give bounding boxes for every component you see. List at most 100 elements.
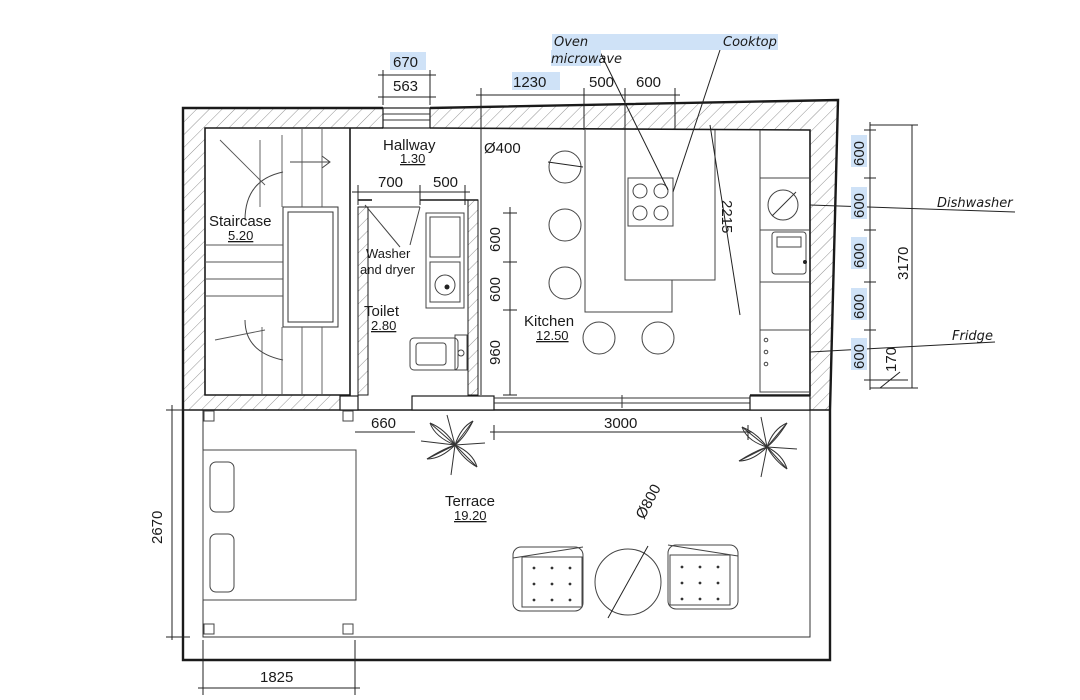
column-3 (749, 395, 811, 411)
sink-basin (415, 342, 447, 366)
stool-1 (548, 150, 582, 184)
washer-top (429, 216, 461, 258)
dim-h700: 700 (378, 174, 403, 191)
toilet-tank (454, 334, 468, 371)
toilet-wall-left (357, 206, 369, 396)
upper-wall-outer-right (429, 98, 840, 411)
room-terrace-name: Terrace (445, 493, 495, 510)
cooktop (627, 177, 674, 227)
dryer-box (429, 261, 461, 303)
fridge-dot-3 (763, 361, 769, 367)
room-terrace-area: 19.20 (454, 508, 487, 523)
room-kitchen-area: 12.50 (536, 328, 569, 343)
room-toilet-name: Toilet (364, 303, 400, 320)
washer-label: Washer (366, 246, 411, 261)
stair-arrow-head (321, 155, 331, 169)
plant-right (738, 416, 798, 478)
terrace-boundary (181, 410, 832, 662)
fridge-dot-2 (763, 349, 769, 355)
staircase (205, 128, 339, 395)
lounge-bed (202, 449, 357, 601)
dim-k1: 1230 (513, 74, 546, 91)
dim-r2: 600 (851, 193, 868, 218)
column-2 (411, 395, 495, 411)
terrace-furniture (202, 410, 798, 635)
dim-r3: 600 (851, 243, 868, 268)
dim-table: Ø800 (633, 481, 665, 521)
post-4 (342, 623, 354, 635)
stool-4 (582, 321, 616, 355)
dim-window-inner: 563 (393, 78, 418, 95)
armchair-left-dots (532, 566, 572, 602)
terrace-inner-edge (202, 409, 811, 638)
dishwasher-diag (771, 191, 797, 217)
dim-island: 2215 (718, 200, 735, 233)
hallway-door-2 (409, 206, 421, 246)
toilet-bowl (457, 349, 465, 357)
callout-oven: Oven (554, 35, 588, 50)
dimension-lines (166, 49, 1016, 695)
dim-terrace-depth: 2670 (149, 511, 166, 544)
dryer-dot (444, 284, 450, 290)
stool-2 (548, 208, 582, 242)
room-kitchen-name: Kitchen (524, 313, 574, 330)
dim-r5: 600 (851, 344, 868, 369)
dim-k3: 600 (636, 74, 661, 91)
dim-lamp: Ø400 (484, 140, 521, 157)
room-hallway-area: 1.30 (400, 151, 425, 166)
dim-d170: 170 (883, 347, 900, 372)
burner-1 (632, 183, 648, 199)
dishwasher-symbol (767, 189, 799, 221)
dim-total: 3170 (895, 247, 912, 280)
round-table (594, 548, 662, 616)
kitchen (548, 130, 810, 393)
post-2 (342, 410, 354, 422)
column-1 (339, 395, 359, 411)
dim-t600b: 600 (487, 277, 504, 302)
kitchen-sink-basin (776, 236, 802, 248)
pillow-2 (209, 533, 235, 593)
callout-labels: Oven microwave Cooktop Dishwasher Fridge (551, 35, 1014, 344)
label-highlights (390, 34, 867, 370)
stool-5 (641, 321, 675, 355)
dim-r4: 600 (851, 294, 868, 319)
dim-d660: 660 (371, 415, 396, 432)
room-hallway-name: Hallway (383, 137, 436, 154)
armchair-left (512, 546, 584, 612)
toilet-wall-right (467, 199, 479, 396)
armchair-right-dots (680, 565, 720, 601)
dim-window-outer: 670 (393, 54, 418, 71)
island-outline (584, 130, 716, 313)
dim-r1: 600 (851, 141, 868, 166)
post-1 (203, 410, 215, 422)
room-labels: Hallway 1.30 Staircase 5.20 Toilet 2.80 … (209, 137, 574, 523)
callout-microwave: microwave (551, 52, 622, 67)
washer-box (425, 212, 465, 309)
toilet-fixtures (364, 204, 468, 371)
hallway-door (364, 204, 401, 248)
pillow-1 (209, 461, 235, 513)
sink-drain (803, 260, 807, 264)
upper-wall-inner (204, 127, 383, 396)
stair-curve (244, 171, 284, 221)
dim-h500: 500 (433, 174, 458, 191)
stool-3 (548, 266, 582, 300)
room-staircase-area: 5.20 (228, 228, 253, 243)
north-window (382, 107, 431, 129)
dryer-drum (434, 274, 456, 296)
callout-cooktop: Cooktop (723, 35, 777, 50)
room-toilet-area: 2.80 (371, 318, 396, 333)
burner-4 (653, 205, 669, 221)
upper-wall-outer (181, 106, 383, 410)
stair-well (282, 206, 339, 328)
fridge-dot-1 (763, 337, 769, 343)
plant-left (420, 414, 486, 476)
table-diam-line (607, 545, 649, 619)
upper-wall-inner-right (429, 127, 811, 396)
dim-t960: 960 (487, 340, 504, 365)
room-staircase-name: Staircase (209, 213, 272, 230)
washer-label-2: and dryer (360, 262, 416, 277)
callout-dishwasher: Dishwasher (937, 196, 1014, 211)
dim-bed-width: 1825 (260, 669, 293, 686)
